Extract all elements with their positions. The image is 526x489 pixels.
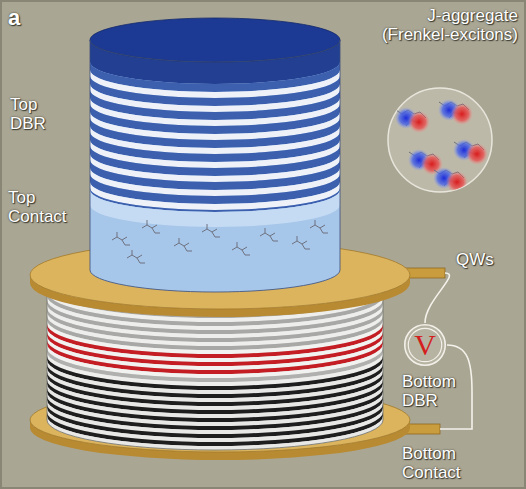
part-label: QWs [456,250,516,269]
part-label: Bottom Contact [402,444,474,482]
cavity [90,190,340,292]
upper-cylinder [90,18,340,292]
molecule [142,220,160,233]
exciton-hole [408,111,430,133]
molecule [310,220,328,233]
exciton-hole [466,143,488,165]
cylinder-outline [90,40,340,292]
molecule [292,236,310,249]
molecule [127,250,145,263]
cylinder-body [90,40,340,292]
panel-letter: a [8,5,38,30]
exciton-hole [446,171,468,193]
part-label: Bottom DBR [402,372,464,410]
molecule [260,228,278,241]
molecule [174,238,192,251]
part-label: Top Contact [8,188,80,226]
molecule-inset [388,88,492,193]
voltage-symbol: V [403,323,447,367]
wire [425,273,449,323]
voltmeter-symbol: V [403,323,447,367]
exciton-hole [451,103,473,125]
molecule [202,224,220,237]
cavity-light [90,190,340,227]
part-label: Top DBR [10,95,55,133]
molecule [112,232,130,245]
molecule [232,242,250,255]
part-label: J-aggregate (Frenkel-excitons) [373,6,518,44]
layer-stripe [47,416,383,450]
cavity-molecules [112,220,328,263]
